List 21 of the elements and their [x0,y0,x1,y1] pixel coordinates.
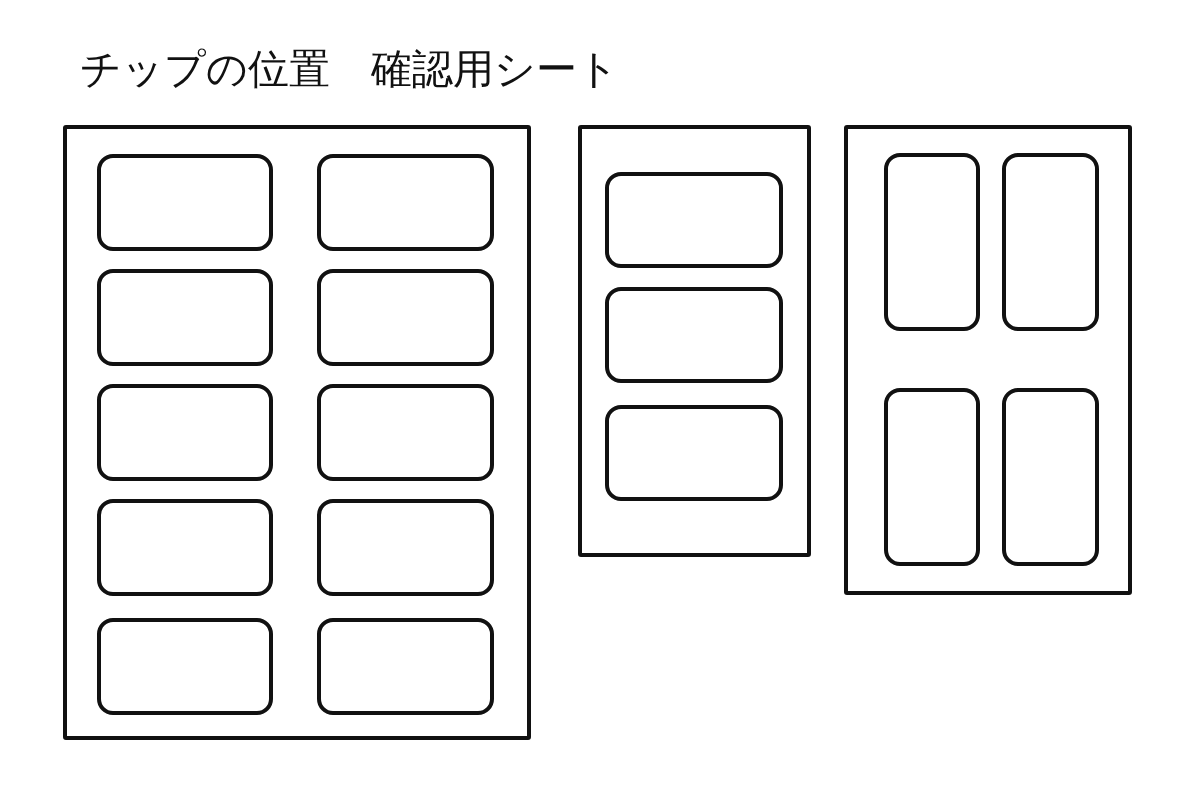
title: チップの位置 確認用シート [80,48,619,92]
chip-slot [97,269,273,366]
chip-slot [605,287,783,383]
chip-slot [884,388,980,566]
chip-slot [97,499,273,596]
chip-slot [1002,153,1099,331]
chip-slot [1002,388,1099,566]
sheet-frame [844,125,1132,595]
chip-slot [317,618,494,715]
chip-slot [605,405,783,501]
chip-slot [317,154,494,251]
chip-slot [97,384,273,481]
chip-slot [317,499,494,596]
sheet-frame [578,125,811,557]
chip-slot [317,384,494,481]
sheet-frame [63,125,531,740]
chip-slot [97,154,273,251]
chip-slot [884,153,980,331]
chip-slot [97,618,273,715]
chip-slot [317,269,494,366]
chip-slot [605,172,783,268]
